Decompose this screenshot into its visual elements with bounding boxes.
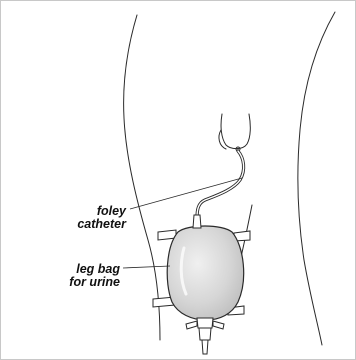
leg-bag-body <box>167 226 243 320</box>
bag-inlet-connector <box>193 215 201 228</box>
leg-bag-label-line2: for urine <box>40 276 120 289</box>
drain-spout <box>202 340 208 354</box>
leg-bag-label: leg bag for urine <box>40 263 120 289</box>
catheter-label: foley catheter <box>40 205 126 231</box>
leg-bag-leader-line <box>123 266 170 268</box>
drain-cap-left <box>186 321 197 329</box>
catheter-leader-line <box>130 178 242 209</box>
drain-valve <box>199 328 211 340</box>
drain-port <box>197 318 213 328</box>
body-outline-left <box>124 15 160 340</box>
drain-cap-right <box>213 321 224 329</box>
catheter-tube <box>197 151 244 218</box>
penis-outline <box>221 114 250 149</box>
body-outline-right <box>298 12 335 345</box>
catheter-label-line2: catheter <box>40 218 126 231</box>
scrotum-curve <box>219 130 226 149</box>
